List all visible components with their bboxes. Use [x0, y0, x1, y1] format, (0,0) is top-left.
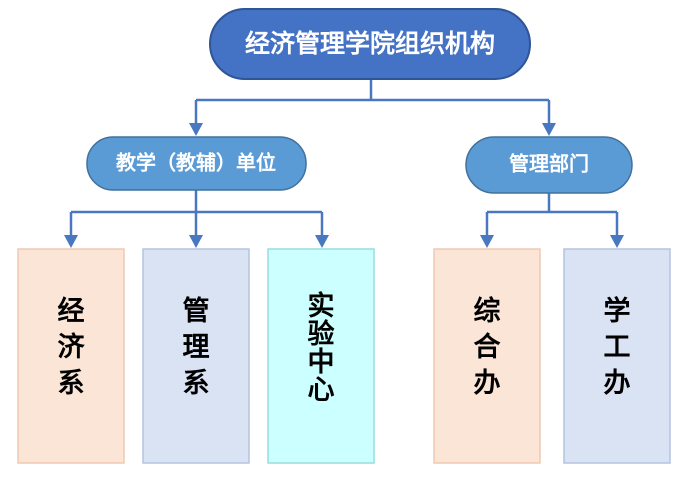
arrowhead-category-teaching: [189, 123, 203, 136]
unit-node-lab-box: [267, 248, 375, 464]
unit-node-management-label: 管理系: [183, 296, 210, 399]
unit-node-general-office-label: 综合办: [474, 295, 501, 399]
arrowhead-unit-student: [610, 235, 624, 248]
unit-node-management: 管理系: [142, 248, 250, 464]
unit-node-lab: 实验中心: [267, 248, 375, 464]
root-node: 经济管理学院组织机构: [209, 8, 531, 80]
unit-node-economics: 经济系: [17, 248, 125, 464]
category-node-teaching-box: [86, 136, 307, 191]
unit-node-student-office-label: 学工办: [604, 295, 631, 399]
category-node-teaching: 教学（教辅）单位: [86, 136, 307, 191]
unit-node-general-office: 综合办: [433, 248, 541, 464]
unit-node-lab-label: 实验中心: [308, 290, 335, 406]
unit-node-general-office-box: [433, 248, 541, 464]
unit-node-student-office-box: [563, 248, 671, 464]
arrowhead-category-admin: [542, 123, 556, 136]
unit-node-economics-label: 经济系: [58, 295, 86, 399]
root-node-box: [209, 8, 531, 80]
unit-node-student-office: 学工办: [563, 248, 671, 464]
arrowhead-unit-economics: [64, 235, 78, 248]
arrowhead-unit-management: [189, 235, 203, 248]
category-node-admin-label: 管理部门: [509, 152, 589, 176]
unit-node-economics-box: [17, 248, 125, 464]
connector-lines: [64, 79, 624, 248]
category-node-admin-box: [465, 136, 633, 194]
arrowhead-unit-lab: [315, 235, 329, 248]
arrowhead-unit-general: [480, 235, 494, 248]
unit-node-management-box: [142, 248, 250, 464]
root-node-label: 经济管理学院组织机构: [245, 29, 495, 58]
category-node-teaching-label: 教学（教辅）单位: [116, 151, 276, 175]
category-node-admin: 管理部门: [465, 136, 633, 194]
